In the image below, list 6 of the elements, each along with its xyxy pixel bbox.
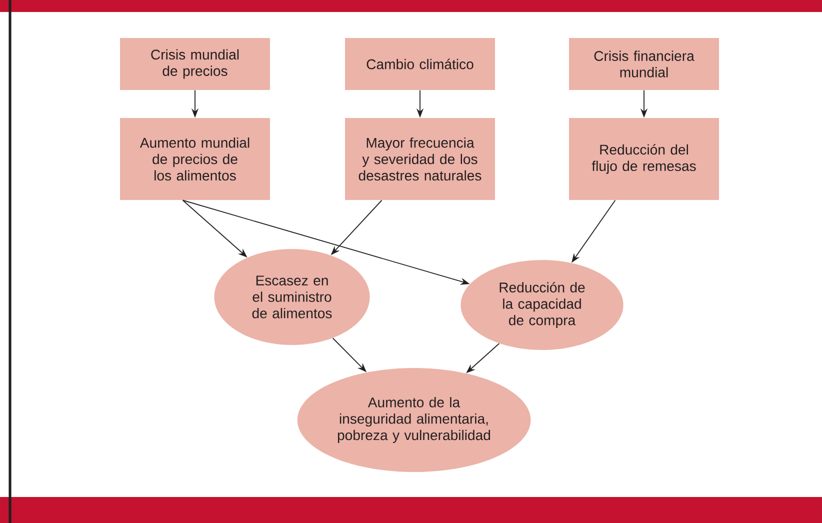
process-box: Reducción del flujo de remesas: [569, 118, 719, 200]
process-box: Aumento mundial de precios de los alimentos: [120, 118, 270, 200]
process-box: Cambio climático: [345, 38, 495, 90]
process-box: Mayor frecuencia y severidad de los desastres naturales: [345, 118, 495, 200]
process-box: Crisis financiera mundial: [569, 38, 719, 90]
process-box: Crisis mundial de precios: [120, 38, 270, 90]
